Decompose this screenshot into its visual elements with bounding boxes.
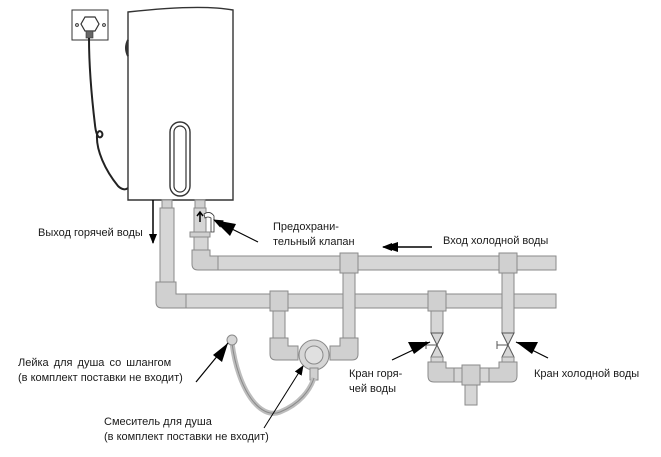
cold-water-pipe — [189, 199, 557, 271]
shower-mixer-text-2: (в комплект поставки не входит) — [104, 431, 269, 443]
hot-water-outlet-label: Выход горячей воды — [38, 226, 143, 241]
valve-icon — [196, 210, 215, 233]
cable-icon — [88, 37, 129, 191]
hot-tap-text-1: Кран горя- — [349, 368, 403, 380]
tee-fitting — [339, 252, 359, 274]
shower-head-text-1: Лейка для душа со шлангом — [18, 357, 172, 369]
tee-fitting — [269, 290, 289, 312]
shower-mixer-text-1: Смеситель для душа — [104, 416, 212, 428]
shower-mixer-arrow — [263, 365, 304, 429]
socket-icon — [71, 9, 109, 41]
shower-head-icon — [226, 334, 317, 416]
safety-valve-text-1: Предохрани- — [273, 221, 339, 233]
tee-fitting — [427, 290, 447, 312]
cold-water-inlet-text: Вход холодной воды — [443, 235, 549, 247]
hot-tap-text-2: чей воды — [349, 383, 396, 395]
hot-tap-label: Кран горя- чей воды — [349, 367, 402, 397]
safety-valve-label: Предохрани- тельный клапан — [273, 220, 355, 250]
shower-head-label: Лейка для душа со шлангом (в комплект по… — [18, 356, 183, 386]
hot-water-outlet-text: Выход горячей воды — [38, 227, 143, 239]
cold-tap-label: Кран холодной воды — [534, 367, 639, 382]
shower-mixer-label: Смеситель для душа (в комплект поставки … — [104, 415, 269, 445]
tap-icon — [425, 272, 518, 406]
tee-fitting — [498, 252, 518, 274]
shower-head-text-2: (в комплект поставки не входит) — [18, 372, 183, 384]
mixer-icon — [269, 272, 359, 381]
boiler-icon — [125, 6, 234, 201]
cold-water-inlet-label: Вход холодной воды — [443, 234, 548, 249]
safety-valve-text-2: тельный клапан — [273, 236, 355, 248]
cold-tap-text: Кран холодной воды — [534, 368, 640, 380]
